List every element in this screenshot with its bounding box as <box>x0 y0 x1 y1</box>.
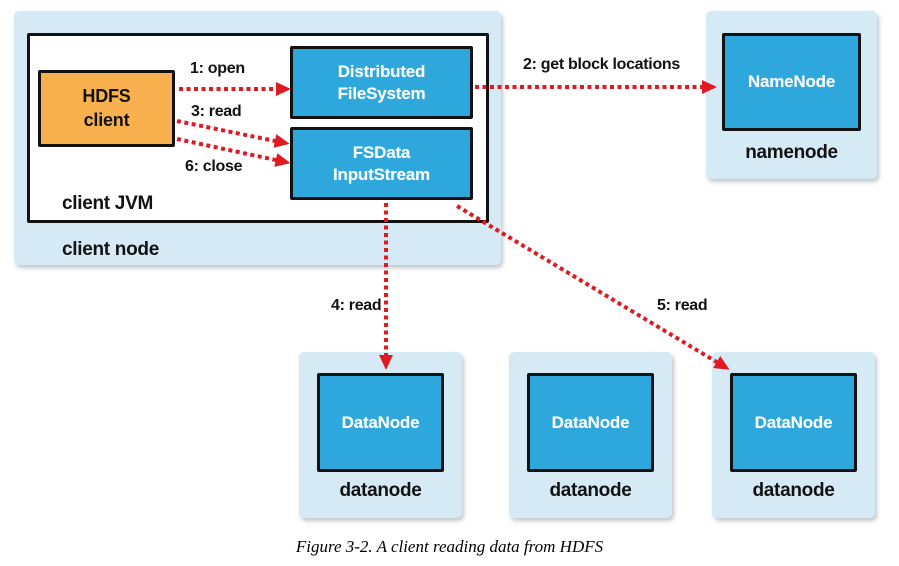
arrow-label-1-open: 1: open <box>190 60 245 77</box>
namenode-box: NameNode <box>722 33 861 131</box>
arrow-4-read <box>379 203 393 370</box>
arrow-label-3-read: 3: read <box>191 103 242 120</box>
arrow-5-read <box>453 200 734 376</box>
fsdata-inputstream-box: FSData InputStream <box>290 127 473 200</box>
datanode-box-1: DataNode <box>317 373 444 472</box>
arrow-label-5-read: 5: read <box>657 297 708 314</box>
arrow-label-6-close: 6: close <box>185 158 243 175</box>
distributed-filesystem-box: Distributed FileSystem <box>290 46 473 119</box>
dotted-line <box>179 87 277 91</box>
datanode-label-3: datanode <box>752 480 835 501</box>
dotted-line <box>455 204 719 365</box>
arrow-1-open <box>179 82 291 96</box>
datanode-label-1: datanode <box>339 480 422 501</box>
hdfs-client-box: HDFS client <box>38 70 175 147</box>
arrow-label-4-read: 4: read <box>331 297 382 314</box>
arrow-2-get-block-locations <box>475 80 717 94</box>
datanode-box-2: DataNode <box>527 373 654 472</box>
dotted-line <box>384 203 388 356</box>
arrowhead-icon <box>702 80 717 94</box>
dotted-line <box>475 85 703 89</box>
arrowhead-icon <box>274 153 292 170</box>
arrowhead-icon <box>379 355 393 370</box>
datanode-box-3: DataNode <box>730 373 857 472</box>
client-jvm-label: client JVM <box>62 193 153 214</box>
figure-caption: Figure 3-2. A client reading data from H… <box>295 537 604 556</box>
datanode-label-2: datanode <box>549 480 632 501</box>
client-node-label: client node <box>62 239 159 260</box>
arrow-label-2-get-block-locations: 2: get block locations <box>523 56 680 73</box>
arrowhead-icon <box>276 82 291 96</box>
arrowhead-icon <box>273 134 292 151</box>
namenode-label: namenode <box>745 142 838 163</box>
